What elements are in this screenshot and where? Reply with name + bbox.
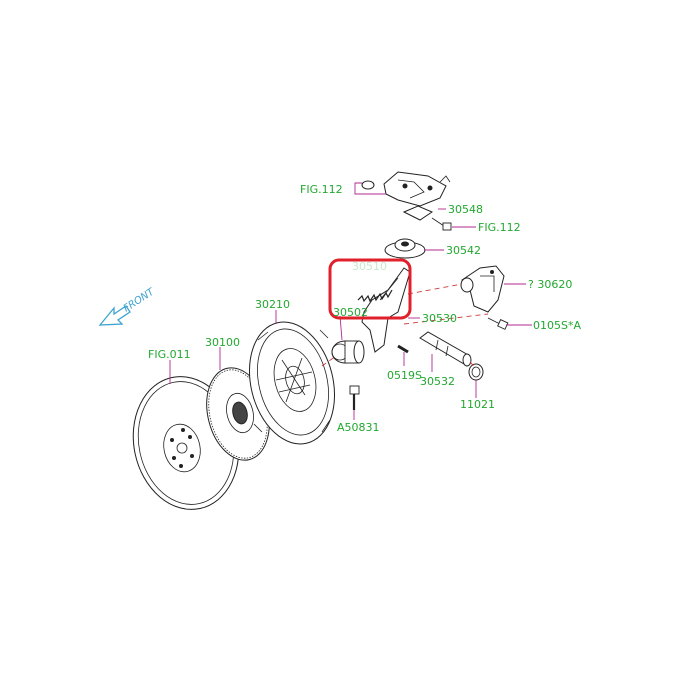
label-0105s[interactable]: 0105S*A xyxy=(533,319,581,332)
pressure-plate-cover xyxy=(248,321,336,445)
leader-lines xyxy=(169,182,532,420)
bolt-0105s xyxy=(487,317,509,330)
bolt-a50831 xyxy=(349,385,360,410)
label-30532[interactable]: 30532 xyxy=(420,375,455,388)
label-30210[interactable]: 30210 xyxy=(255,298,290,311)
part-labels: FIG.112 30548 FIG.112 30542 ? 30620 0105… xyxy=(148,183,581,434)
release-bearing xyxy=(331,340,365,364)
label-a50831[interactable]: A50831 xyxy=(337,421,380,434)
label-fig011[interactable]: FIG.011 xyxy=(148,348,191,361)
label-30530[interactable]: 30530 xyxy=(422,312,457,325)
label-fig112-top[interactable]: FIG.112 xyxy=(300,183,343,196)
upper-bracket xyxy=(361,171,452,231)
label-30548[interactable]: 30548 xyxy=(448,203,483,216)
label-30542[interactable]: 30542 xyxy=(446,244,481,257)
release-shaft xyxy=(419,331,472,367)
return-spring xyxy=(357,289,393,303)
label-30502[interactable]: 30502 xyxy=(333,306,368,319)
highlight-box xyxy=(328,258,412,320)
label-30510[interactable]: 30510 xyxy=(352,260,387,273)
label-30620[interactable]: ? 30620 xyxy=(528,278,572,291)
dust-boot xyxy=(384,238,426,259)
label-0519s[interactable]: 0519S xyxy=(387,369,422,382)
assembly-lines xyxy=(321,283,489,369)
pin-0519s xyxy=(397,344,409,354)
bushing-11021 xyxy=(468,363,484,381)
label-30100[interactable]: 30100 xyxy=(205,336,240,349)
front-direction-indicator: FRONT xyxy=(98,286,157,326)
front-arrow-icon xyxy=(98,305,131,326)
label-11021[interactable]: 11021 xyxy=(460,398,495,411)
pivot-bracket xyxy=(460,265,505,313)
release-fork xyxy=(361,267,411,353)
front-label: FRONT xyxy=(122,286,157,314)
label-fig112-mid[interactable]: FIG.112 xyxy=(478,221,521,234)
